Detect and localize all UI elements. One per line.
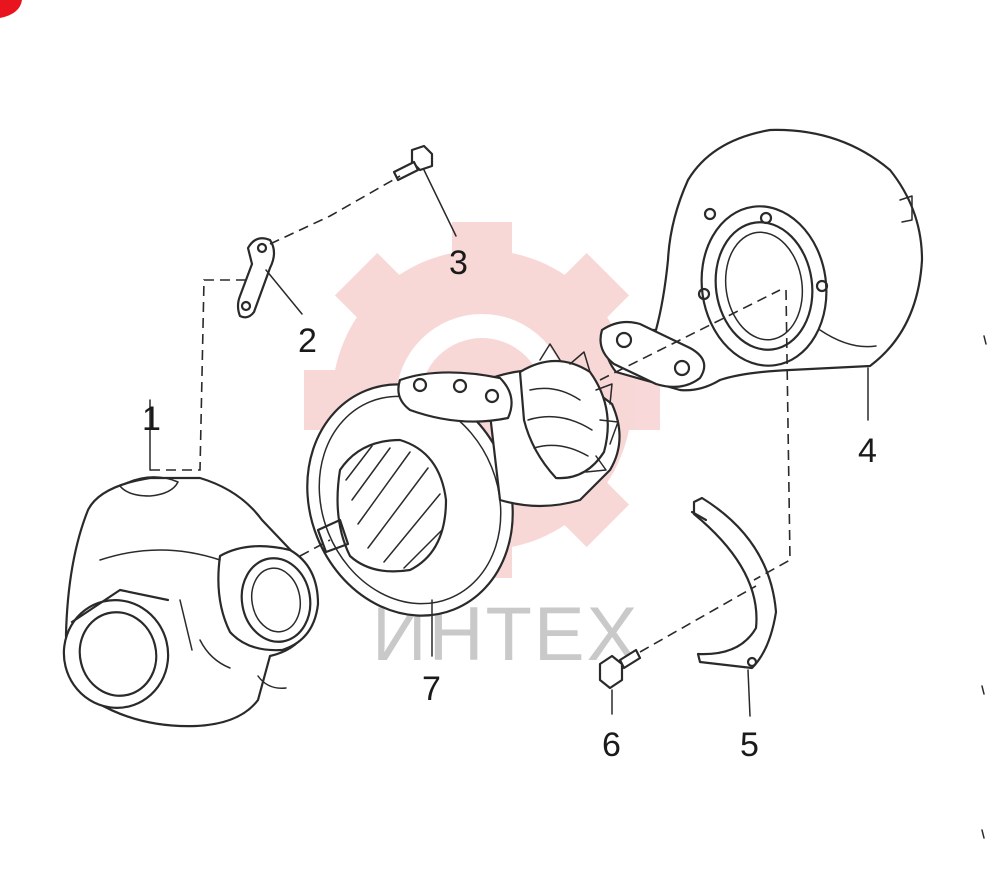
callout-1: 1 — [142, 400, 161, 438]
callout-7: 7 — [422, 670, 441, 708]
v-band-clamp-part-5 — [690, 496, 778, 670]
corner-mark — [0, 0, 22, 18]
callout-3: 3 — [449, 244, 468, 282]
callout-4: 4 — [858, 432, 877, 470]
compressor-housing-part-1 — [62, 476, 320, 728]
center-cartridge-part-7 — [306, 343, 621, 617]
assembly-lines — [149, 169, 987, 839]
bolt-part-3 — [392, 144, 434, 182]
callout-6: 6 — [602, 726, 621, 764]
callout-5: 5 — [740, 726, 759, 764]
callout-2: 2 — [298, 322, 317, 360]
lock-plate-part-2 — [236, 237, 276, 319]
bolt-part-6 — [598, 648, 642, 690]
turbine-housing-part-4 — [599, 128, 924, 392]
